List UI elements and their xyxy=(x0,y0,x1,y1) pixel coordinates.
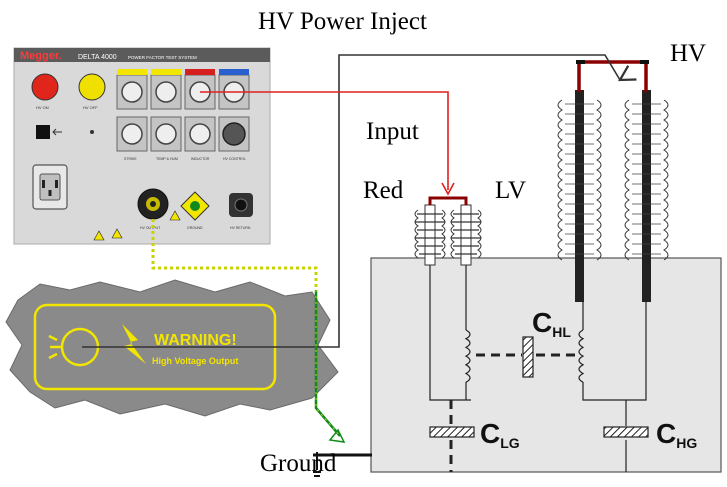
usb-port[interactable] xyxy=(36,125,50,139)
hv-power-inject-label: HV Power Inject xyxy=(258,8,427,35)
hv-on-label: HV ON xyxy=(36,105,49,110)
warning-subtitle: High Voltage Output xyxy=(152,356,238,366)
ground-lead-dotted xyxy=(151,219,318,290)
ground-symbol xyxy=(313,452,321,477)
temp-hum-port[interactable] xyxy=(155,123,177,145)
instrument-brand: Megger. xyxy=(20,50,62,62)
ground-lead-solid xyxy=(314,290,341,437)
interlock-1-port[interactable] xyxy=(121,81,143,103)
inductor-port[interactable] xyxy=(189,123,211,145)
megger-instrument: Megger. DELTA 4000 POWER FACTOR TEST SYS… xyxy=(13,47,271,245)
svg-text:GROUND: GROUND xyxy=(187,226,203,230)
red-lead-arrow xyxy=(441,182,455,196)
interlock-2-port[interactable] xyxy=(155,81,177,103)
svg-text:TEMP & HUM: TEMP & HUM xyxy=(156,157,178,161)
usb-icon xyxy=(90,130,94,134)
chg-capacitor-plate xyxy=(603,426,649,438)
ground-label: Ground xyxy=(260,450,337,477)
red-label: Red xyxy=(363,177,404,204)
lv-winding-circuit xyxy=(429,265,471,401)
hv-winding-coil xyxy=(578,329,585,383)
hv-bushing-cap xyxy=(577,60,648,92)
ground-lead-arrow xyxy=(328,428,346,443)
hv-label: HV xyxy=(670,40,707,67)
hv-bushing-left xyxy=(557,90,602,302)
svg-text:STRIKE: STRIKE xyxy=(124,157,137,161)
svg-text:HV RETURN: HV RETURN xyxy=(230,226,251,230)
hv-inject-cable xyxy=(82,54,637,348)
hv-winding-circuit xyxy=(582,300,647,401)
instrument-model: DELTA 4000 xyxy=(78,54,117,61)
warning-triangle-icon xyxy=(169,210,181,221)
chg-label: CHG xyxy=(656,418,697,451)
lv-bushing-cap xyxy=(428,196,468,205)
warning-title: WARNING! xyxy=(154,332,237,349)
arrow-icon xyxy=(52,128,62,136)
warning-triangle-icon xyxy=(93,230,105,241)
hv-off-label: HV OFF xyxy=(83,105,98,110)
lv-label: LV xyxy=(495,177,527,204)
lv-winding-coil xyxy=(464,329,471,383)
instrument-subtitle: POWER FACTOR TEST SYSTEM xyxy=(128,55,197,60)
svg-text:INDUCTOR: INDUCTOR xyxy=(191,157,210,161)
lightning-bolt-icon xyxy=(122,324,146,364)
input-label: Input xyxy=(366,118,419,145)
hv-control-port[interactable] xyxy=(222,122,246,146)
strike-port[interactable] xyxy=(121,123,143,145)
connector-row-mid: STRIKE TEMP & HUM INDUCTOR HV CONTROL xyxy=(116,116,250,161)
clg-capacitor-plate xyxy=(429,426,475,438)
hv-off-button[interactable] xyxy=(78,73,106,101)
clg-label: CLG xyxy=(480,418,520,451)
lv-bushing-left xyxy=(414,204,446,266)
hv-on-button[interactable] xyxy=(31,73,59,101)
svg-text:HV OUTPUT: HV OUTPUT xyxy=(140,226,161,230)
chl-label: CHL xyxy=(532,307,571,340)
chl-capacitor-plate xyxy=(522,336,534,378)
transformer-tank xyxy=(370,257,722,473)
red-input-lead xyxy=(200,91,449,190)
lv-bushing-right xyxy=(450,204,482,266)
hv-bushing-right xyxy=(624,90,669,302)
warning-triangle-icon xyxy=(111,228,123,239)
connector-row-top xyxy=(116,69,250,110)
warning-cloud xyxy=(5,279,339,417)
svg-text:HV CONTROL: HV CONTROL xyxy=(223,157,246,161)
